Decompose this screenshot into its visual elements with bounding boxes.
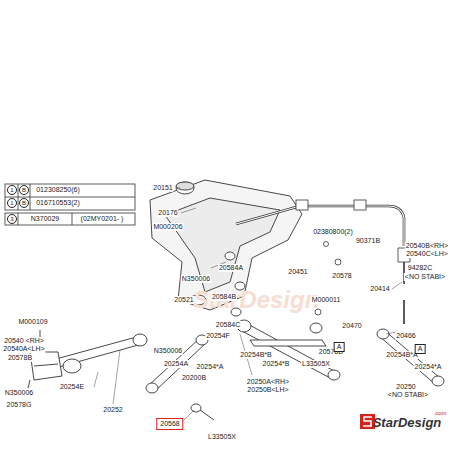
part-number: N370029 [30,215,60,223]
part-number: N350006 [153,347,183,355]
legend-table [5,184,135,210]
part-number: 20254*A [196,363,225,371]
part-number: 20578B [7,354,33,362]
part-number: L33505X [207,433,237,441]
part-number: A [418,345,423,353]
brand-logo-text: StarDesign [372,416,443,430]
part-number: 20466 [395,332,416,340]
part-number: 94282C [407,264,434,272]
part-number: 20414 [369,285,390,293]
part-number: 20578G [6,401,33,409]
part-number: 20540B<RH> [405,242,449,250]
part-number: 20568 [160,420,179,428]
legend-symbol: B [19,185,29,195]
part-number: M000109 [17,318,48,326]
part-number: 20540C<LH> [405,250,449,258]
part-number: 20584C [215,321,242,329]
part-number: 20521 [173,296,194,304]
reference-marker: A [334,342,345,352]
part-number: 02380800(2) [312,228,354,236]
crossmember [165,198,280,292]
brand-logo-text: .com [432,409,447,417]
legend-symbol: 1 [7,198,17,208]
lateral-link [250,340,326,346]
part-number: <NO STABI> [387,391,429,399]
part-number: 20584A [218,264,244,272]
part-number: N350006 [4,389,34,397]
part-number: 20151 [152,184,173,192]
part-number-box: 20568 [156,418,183,430]
legend-symbol: 3 [7,214,17,224]
part-number: (02MY0201- ) [80,215,125,223]
part-number: 20540 <RH> [3,337,45,345]
part-number: 90371B [355,237,381,245]
part-number: A [337,343,342,351]
part-number: 012308250(6) [35,186,81,194]
part-number: 20254A [163,360,189,368]
part-number: 20250A<RH> [246,378,290,386]
part-number: 20254*A [414,363,443,371]
part-number: 20578 [331,272,352,280]
part-number: N350006 [181,275,211,283]
legend-table [5,213,135,225]
lateral-link [379,330,440,384]
part-number: 20254B*B [239,351,273,359]
reference-marker: A [415,344,426,354]
stabilizer-bar [236,206,404,246]
legend-symbol: 1 [7,185,17,195]
part-number: 20250 [395,383,416,391]
part-number: 20451 [287,268,308,276]
legend-symbol: B [19,198,29,208]
part-number: <NO STABI> [404,273,446,281]
part-number: M000206 [152,223,183,231]
bushing [63,359,81,373]
trailing-bracket [30,352,62,380]
part-number: 20176 [157,209,178,217]
part-number: M000011 [311,296,342,304]
stabilizer-link [403,300,405,324]
bushing [176,182,194,194]
part-number: 20254F [205,332,231,340]
part-number: L33505X [301,360,331,368]
part-number: 20250B<LH> [246,386,289,394]
part-number: 20254E [59,383,85,391]
part-number: 20584B [211,293,237,301]
part-number: 20252 [102,406,123,414]
part-number: 20200B [181,374,207,382]
part-number: 20254*B [262,360,291,368]
part-number: 016710553(2) [35,199,81,207]
part-number: 20540A<LH> [2,345,45,353]
part-number: 20470 [341,322,362,330]
